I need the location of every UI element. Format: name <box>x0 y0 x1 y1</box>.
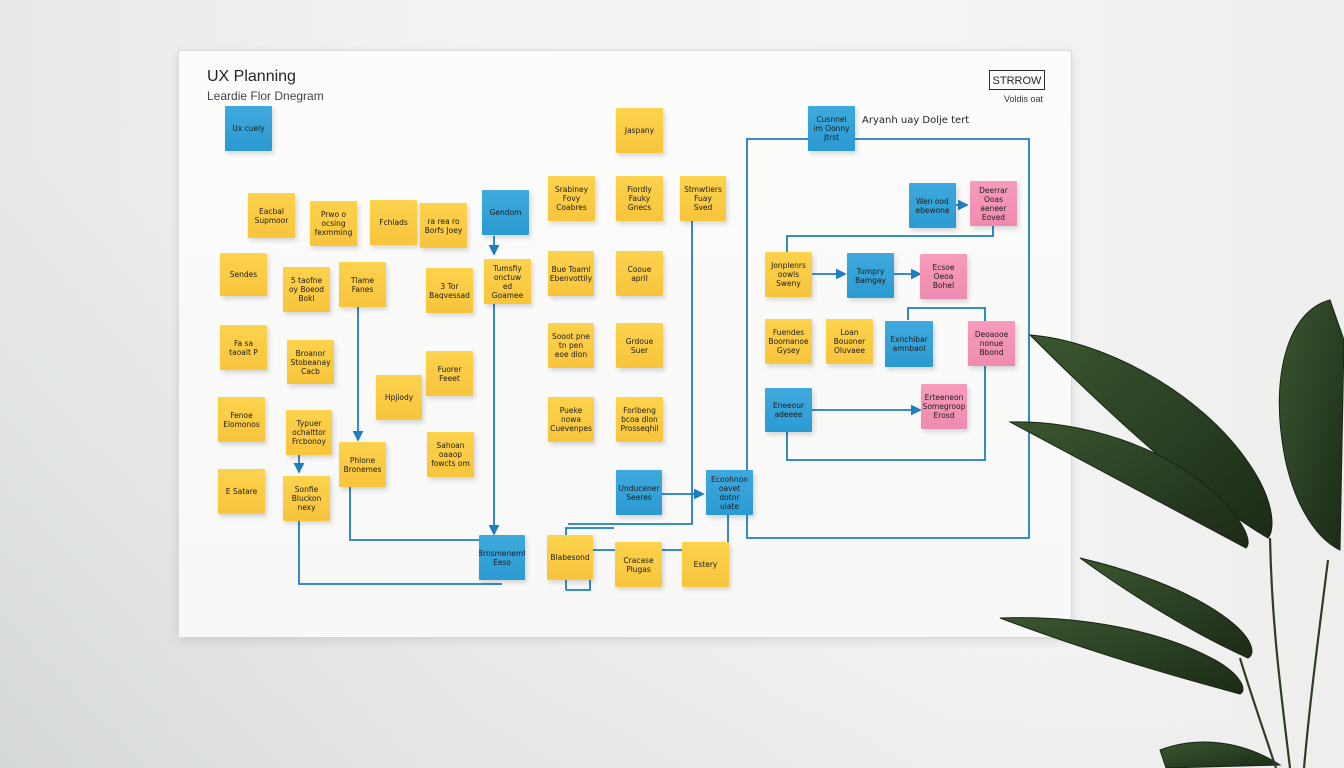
sticky-note-pueke[interactable]: Pueke nowa Cuevenpes <box>548 397 594 442</box>
sticky-note-estery[interactable]: Estery <box>682 542 729 587</box>
sticky-note-cusnnel[interactable]: Cusnnel im Oonny Jtrst <box>808 106 855 151</box>
sticky-note-hpjiody[interactable]: Hpjiody <box>376 375 422 420</box>
sticky-note-fiordly[interactable]: Fiordly Fauky Gnecs <box>616 176 663 221</box>
sticky-note-borfs-joey[interactable]: ra rea ro Borfs Joey <box>420 203 467 248</box>
sticky-note-fchlads[interactable]: Fchlads <box>370 200 417 245</box>
board-subtitle: Leardie Flor Dnegram <box>207 89 324 103</box>
sticky-note-taofne[interactable]: 5 taofne oy Boeod Bokl <box>283 267 330 312</box>
sticky-note-sendes[interactable]: Sendes <box>220 253 267 296</box>
sticky-note-fuorer[interactable]: Fuorer Feeet <box>426 351 473 396</box>
sticky-note-baqvessad[interactable]: 3 Tor Baqvessad <box>426 268 473 313</box>
sticky-note-sonfie[interactable]: Sonfie Bluckon nexy <box>283 476 330 521</box>
sticky-note-eacbal-supmoor[interactable]: Eacbal Supmoor <box>248 193 295 238</box>
sticky-note-blabesond[interactable]: Blabesond <box>547 535 593 580</box>
sticky-note-eneeour[interactable]: Eneeour adeeee <box>765 388 812 432</box>
sticky-note-tumsfiy[interactable]: Tumsfiy onctuw ed Goamee <box>484 259 531 304</box>
sticky-note-wen-ood[interactable]: Wen ood ebewone <box>909 183 956 228</box>
sticky-note-ux-cuely[interactable]: Ux cuely <box>225 106 272 151</box>
sticky-note-tumpry[interactable]: Tumpry Bamgay <box>847 253 894 298</box>
sticky-note-srabiney[interactable]: Srabiney Fovy Coabres <box>548 176 595 221</box>
board-annotation: Aryanh uay Dolje tert <box>862 115 970 126</box>
sticky-note-brnsmenemt[interactable]: Brnsmenemt Eeso <box>479 535 525 580</box>
sticky-note-ecoohnon[interactable]: Ecoohnon oavet dotnr uiate <box>706 470 753 515</box>
connector-exnchibar <box>786 307 986 461</box>
connector-right-frame <box>746 138 1030 539</box>
sticky-note-prwo[interactable]: Prwo o ocsing fexmming <box>310 201 357 246</box>
sticky-note-deerrar[interactable]: Deerrar Ooas aeneer Eoved <box>970 181 1017 226</box>
sticky-note-cooue-april[interactable]: Cooue april <box>616 251 663 296</box>
sticky-note-stmwtiers[interactable]: Stmwtiers Fuay Sved <box>680 176 726 221</box>
sticky-note-cracase-plugas[interactable]: Cracase Plugas <box>615 542 662 587</box>
board-title: UX Planning <box>207 68 296 85</box>
potted-plant-leaves <box>999 299 1344 768</box>
sticky-note-sooot[interactable]: Sooot pne tn pen eoe dlon <box>548 323 594 368</box>
connector-deerrar <box>786 226 994 252</box>
sticky-note-fuendes[interactable]: Fuendes Boomanoe Gysey <box>765 319 812 364</box>
sticky-note-tlame-fanes[interactable]: Tlame Fanes <box>339 262 386 307</box>
sticky-note-broanor[interactable]: Broanor Stobeanay Cacb <box>287 340 334 384</box>
connector-phlone <box>349 487 480 541</box>
sticky-note-sahoan[interactable]: Sahoan oaaop fowcts om <box>427 432 474 477</box>
legend-label: STRROW <box>989 70 1045 90</box>
sticky-note-typuer[interactable]: Typuer ochalttor Frcbonoy <box>286 410 332 455</box>
sticky-note-phlone[interactable]: Phlone Bronemes <box>339 442 386 487</box>
sticky-note-forlbeng[interactable]: Forlbeng bcoa dlon Prosseqhil <box>616 397 663 442</box>
connector-stmwtiers <box>568 220 693 525</box>
sticky-note-deoaooe[interactable]: Deoaooe nonue Bbond <box>968 321 1015 366</box>
sticky-note-jonplenrs[interactable]: Jonplenrs oowls Sweny <box>765 252 812 297</box>
sticky-note-loan-bouoner[interactable]: Loan Bouoner Oluvaee <box>826 319 873 364</box>
sticky-note-e-satare[interactable]: E Satare <box>218 469 265 514</box>
connector-left-loop <box>298 520 502 585</box>
sticky-note-ebenvottily[interactable]: Bue Toaml Ebenvottily <box>548 251 594 296</box>
sticky-note-taoalt[interactable]: Fa sa taoalt P <box>220 325 267 370</box>
sticky-note-gendom[interactable]: Gendom <box>482 190 529 235</box>
sticky-note-exnchibar[interactable]: Exnchibar amnbaol <box>885 321 933 367</box>
legend-caption: Voldis oat <box>1004 94 1044 104</box>
sticky-note-ecsoe-bohel[interactable]: Ecsoe Oeoa Bohel <box>920 254 967 299</box>
sticky-note-fenoe[interactable]: Fenoe Elomonos <box>218 397 265 442</box>
sticky-note-unducener[interactable]: Unducener Seeres <box>616 470 662 515</box>
sticky-note-erteeneon[interactable]: Erteeneon Somegroop Erosd <box>921 384 967 429</box>
sticky-note-jaspany[interactable]: Jaspany <box>616 108 663 153</box>
sticky-note-grdoue-suer[interactable]: Grdoue Suer <box>616 323 663 368</box>
